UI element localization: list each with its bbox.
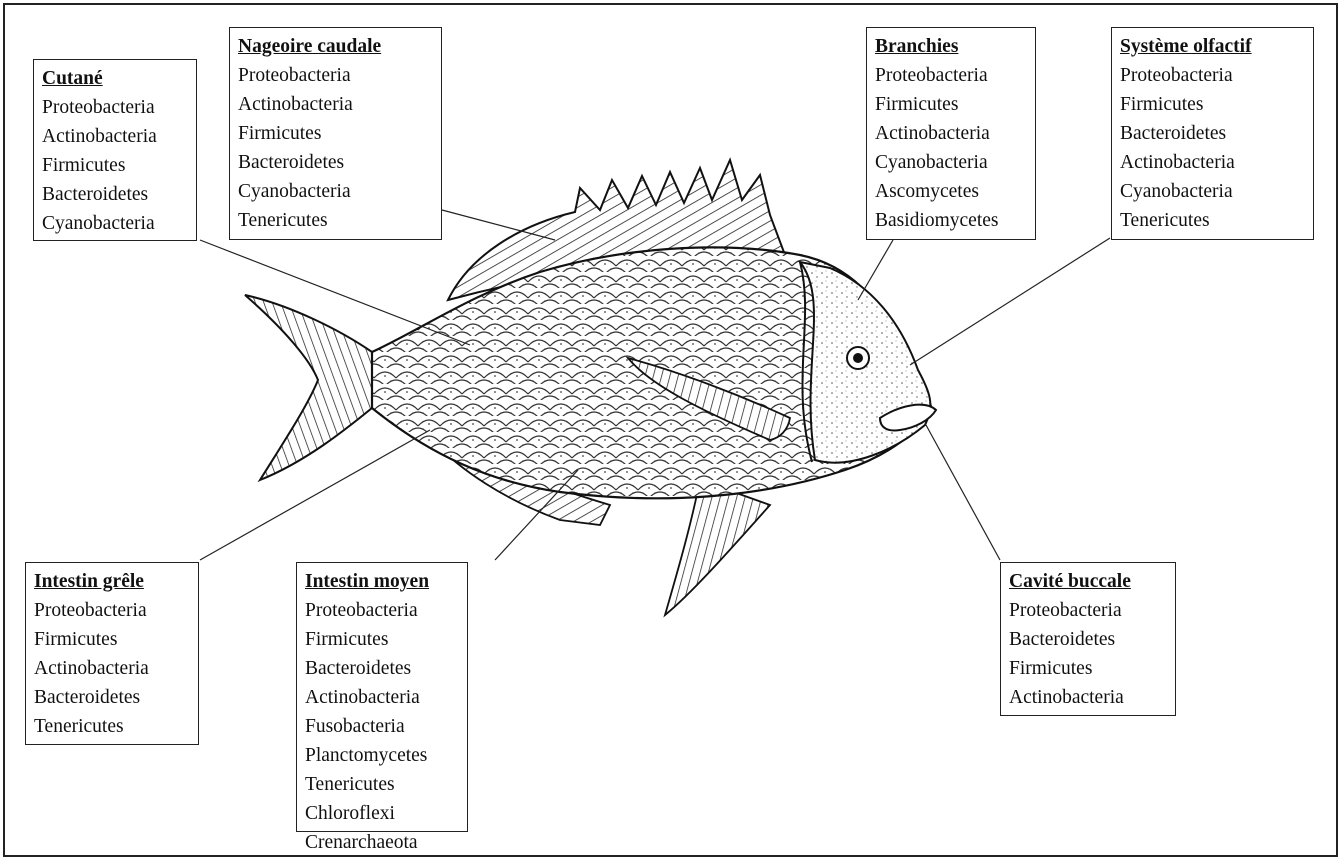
caudal-fin <box>245 295 372 480</box>
list-item: Actinobacteria <box>34 654 198 683</box>
list-item: Actinobacteria <box>238 90 441 119</box>
list-item: Cyanobacteria <box>42 209 196 238</box>
list-item: Tenericutes <box>305 770 467 799</box>
list-item: Firmicutes <box>238 119 441 148</box>
taxa-list: Proteobacteria Actinobacteria Firmicutes… <box>238 61 441 235</box>
box-title: Intestin moyen <box>305 567 467 596</box>
label-box-branchies: Branchies Proteobacteria Firmicutes Acti… <box>866 27 1036 240</box>
list-item: Planctomycetes <box>305 741 467 770</box>
taxa-list: Proteobacteria Firmicutes Bacteroidetes … <box>305 596 467 857</box>
box-title: Cutané <box>42 64 196 93</box>
list-item: Chloroflexi <box>305 799 467 828</box>
list-item: Firmicutes <box>875 90 1035 119</box>
list-item: Proteobacteria <box>305 596 467 625</box>
list-item: Actinobacteria <box>305 683 467 712</box>
list-item: Tenericutes <box>34 712 198 741</box>
taxa-list: Proteobacteria Bacteroidetes Firmicutes … <box>1009 596 1175 712</box>
taxa-list: Proteobacteria Firmicutes Actinobacteria… <box>875 61 1035 235</box>
taxa-list: Proteobacteria Firmicutes Actinobacteria… <box>34 596 198 741</box>
list-item: Actinobacteria <box>1009 683 1175 712</box>
list-item: Firmicutes <box>1009 654 1175 683</box>
label-box-systeme-olfactif: Système olfactif Proteobacteria Firmicut… <box>1111 27 1314 240</box>
list-item: Bacteroidetes <box>34 683 198 712</box>
list-item: Proteobacteria <box>875 61 1035 90</box>
box-title: Cavité buccale <box>1009 567 1175 596</box>
list-item: Proteobacteria <box>238 61 441 90</box>
list-item: Actinobacteria <box>1120 148 1313 177</box>
label-box-cavite-buccale: Cavité buccale Proteobacteria Bacteroide… <box>1000 562 1176 716</box>
box-title: Intestin grêle <box>34 567 198 596</box>
list-item: Firmicutes <box>305 625 467 654</box>
list-item: Proteobacteria <box>1009 596 1175 625</box>
list-item: Bacteroidetes <box>42 180 196 209</box>
box-title: Branchies <box>875 32 1035 61</box>
list-item: Ascomycetes <box>875 177 1035 206</box>
list-item: Basidiomycetes <box>875 206 1035 235</box>
list-item: Tenericutes <box>1120 206 1313 235</box>
label-box-nageoire-caudale: Nageoire caudale Proteobacteria Actinoba… <box>229 27 442 240</box>
list-item: Bacteroidetes <box>238 148 441 177</box>
list-item: Bacteroidetes <box>1120 119 1313 148</box>
list-item: Firmicutes <box>42 151 196 180</box>
taxa-list: Proteobacteria Actinobacteria Firmicutes… <box>42 93 196 238</box>
pelvic-fin <box>665 480 770 615</box>
list-item: Actinobacteria <box>42 122 196 151</box>
list-item: Tenericutes <box>238 206 441 235</box>
box-title: Nageoire caudale <box>238 32 441 61</box>
taxa-list: Proteobacteria Firmicutes Bacteroidetes … <box>1120 61 1313 235</box>
list-item: Cyanobacteria <box>1120 177 1313 206</box>
list-item: Crenarchaeota <box>305 828 467 857</box>
list-item: Proteobacteria <box>42 93 196 122</box>
list-item: Cyanobacteria <box>238 177 441 206</box>
list-item: Fusobacteria <box>305 712 467 741</box>
list-item: Firmicutes <box>1120 90 1313 119</box>
box-title: Système olfactif <box>1120 32 1313 61</box>
list-item: Proteobacteria <box>1120 61 1313 90</box>
list-item: Cyanobacteria <box>875 148 1035 177</box>
label-box-intestin-moyen: Intestin moyen Proteobacteria Firmicutes… <box>296 562 468 832</box>
list-item: Bacteroidetes <box>1009 625 1175 654</box>
list-item: Firmicutes <box>34 625 198 654</box>
list-item: Bacteroidetes <box>305 654 467 683</box>
label-box-intestin-grele: Intestin grêle Proteobacteria Firmicutes… <box>25 562 199 745</box>
list-item: Actinobacteria <box>875 119 1035 148</box>
list-item: Proteobacteria <box>34 596 198 625</box>
label-box-cutane: Cutané Proteobacteria Actinobacteria Fir… <box>33 59 197 241</box>
